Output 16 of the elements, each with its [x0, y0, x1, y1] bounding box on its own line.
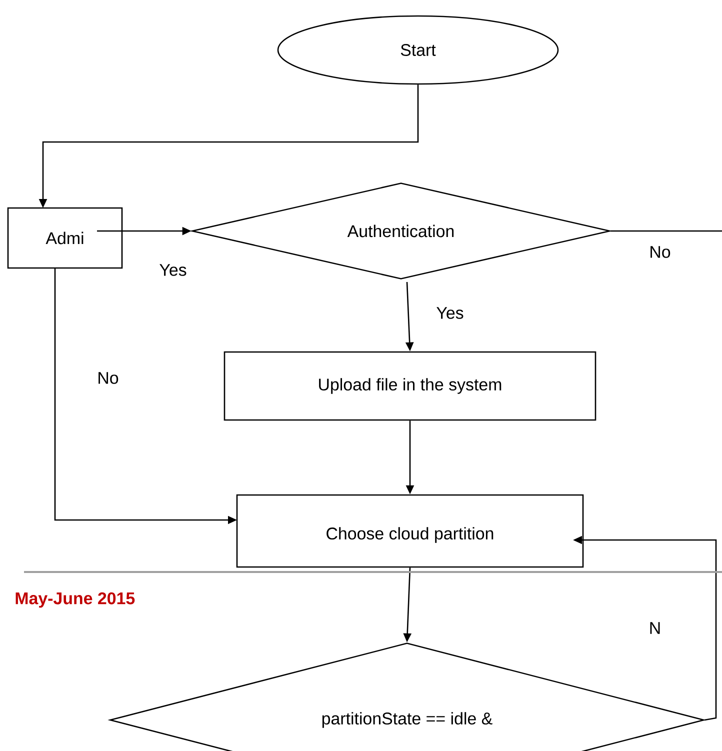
node-label: partitionState == idle & [322, 712, 492, 728]
edge-label: No [650, 246, 670, 258]
node-label: Choose cloud partition [326, 527, 494, 543]
footer-text: May-June 2015 [16, 592, 135, 608]
node-label: Upload file in the system [319, 378, 502, 394]
process-box [236, 494, 584, 568]
edge-label: No [98, 372, 118, 384]
node-label: Admi [46, 232, 84, 244]
process-box [7, 207, 123, 269]
node-label: Authentication [347, 224, 454, 238]
terminal-ellipse [277, 15, 559, 85]
edge-label: N [650, 622, 660, 634]
edge-label: Yes [436, 307, 464, 319]
edge-label: Yes [160, 264, 186, 276]
process-box [224, 351, 596, 421]
node-label: Start [400, 44, 436, 56]
